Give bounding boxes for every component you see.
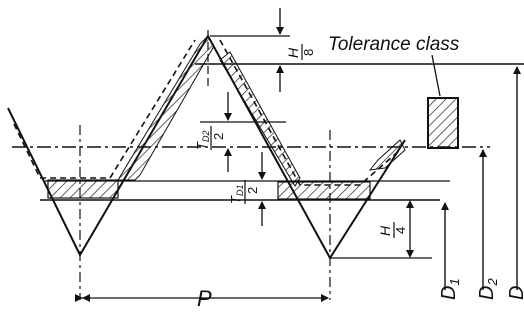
toleranced-profile-right xyxy=(219,39,401,186)
svg-text:TD1: TD1 xyxy=(228,185,245,204)
d-label: D xyxy=(506,286,524,300)
svg-text:H: H xyxy=(377,225,393,236)
minor-tolerance-zone-left xyxy=(47,179,119,199)
flank-tolerance-zone-left xyxy=(117,35,215,181)
d1-label: D1 xyxy=(438,278,462,300)
svg-text:8: 8 xyxy=(301,49,316,56)
tolerance-class-leader xyxy=(431,54,441,97)
td2-over-2-label: TD2 2 xyxy=(194,126,226,150)
svg-text:H: H xyxy=(285,47,301,58)
h-over-8-label: H 8 xyxy=(285,44,316,60)
svg-text:TD2: TD2 xyxy=(194,131,211,150)
toleranced-profile-left xyxy=(13,39,196,179)
tolerance-class-label: Tolerance class xyxy=(328,34,460,55)
h-over-4-label: H 4 xyxy=(377,222,408,238)
svg-text:D2: D2 xyxy=(476,278,500,300)
minor-tolerance-zone-right xyxy=(277,181,371,200)
tolerance-class-box xyxy=(427,97,459,149)
flank-tolerance-zone-right-top xyxy=(368,139,406,171)
svg-text:D1: D1 xyxy=(438,278,462,300)
pitch-label: P xyxy=(197,286,212,311)
svg-text:2: 2 xyxy=(211,133,226,140)
flank-tolerance-zone-right xyxy=(219,51,301,187)
d2-label: D2 xyxy=(476,278,500,300)
td1-over-2-label: TD1 2 xyxy=(228,180,260,204)
svg-text:D: D xyxy=(506,286,524,300)
svg-text:2: 2 xyxy=(245,187,260,194)
svg-text:4: 4 xyxy=(393,227,408,234)
